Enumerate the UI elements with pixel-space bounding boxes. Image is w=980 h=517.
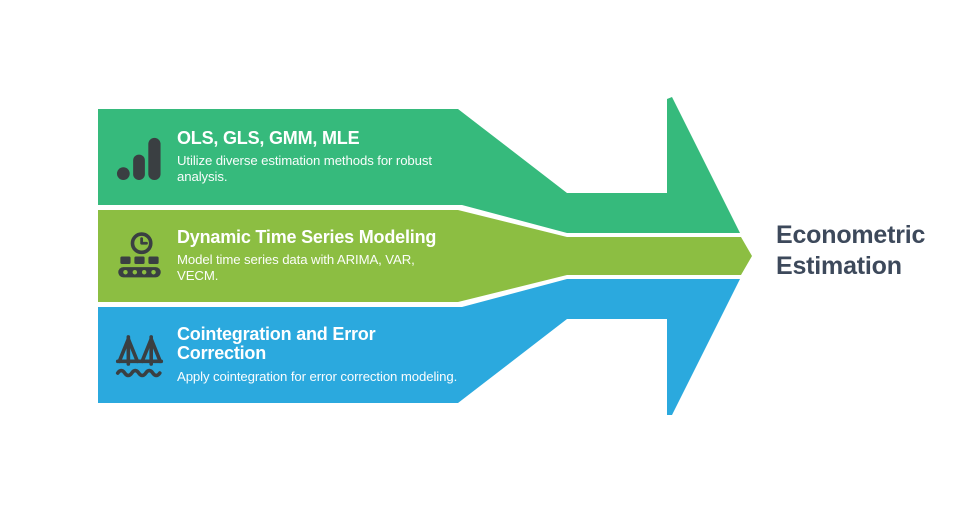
band-shape-middle-olive	[98, 210, 752, 302]
step-3-texts: Cointegration and Error Correction Apply…	[177, 323, 469, 386]
step-1-ols-gls-gmm-mle: OLS, GLS, GMM, MLE Utilize diverse estim…	[98, 109, 482, 205]
step-3-description: Apply cointegration for error correction…	[177, 369, 458, 385]
step-1-description: Utilize diverse estimation methods for r…	[177, 153, 432, 185]
step-3-cointegration: Cointegration and Error Correction Apply…	[98, 307, 482, 403]
result-title: Econometric Estimation	[776, 221, 926, 280]
step-2-description: Model time series data with ARIMA, VAR, …	[177, 252, 415, 284]
step-1-title: OLS, GLS, GMM, MLE	[177, 127, 360, 148]
bridge-icon	[110, 330, 168, 381]
band-shape-top-green	[98, 97, 740, 233]
band-shape-bottom-blue	[98, 279, 740, 415]
step-2-title: Dynamic Time Series Modeling	[177, 226, 437, 247]
step-3-title: Cointegration and Error Correction	[177, 323, 376, 364]
clock-conveyor-icon	[110, 231, 168, 282]
bar-chart-icon	[110, 134, 168, 181]
step-2-dynamic-time-series: Dynamic Time Series Modeling Model time …	[98, 210, 482, 302]
step-2-texts: Dynamic Time Series Modeling Model time …	[177, 226, 469, 285]
step-1-texts: OLS, GLS, GMM, MLE Utilize diverse estim…	[177, 127, 469, 186]
